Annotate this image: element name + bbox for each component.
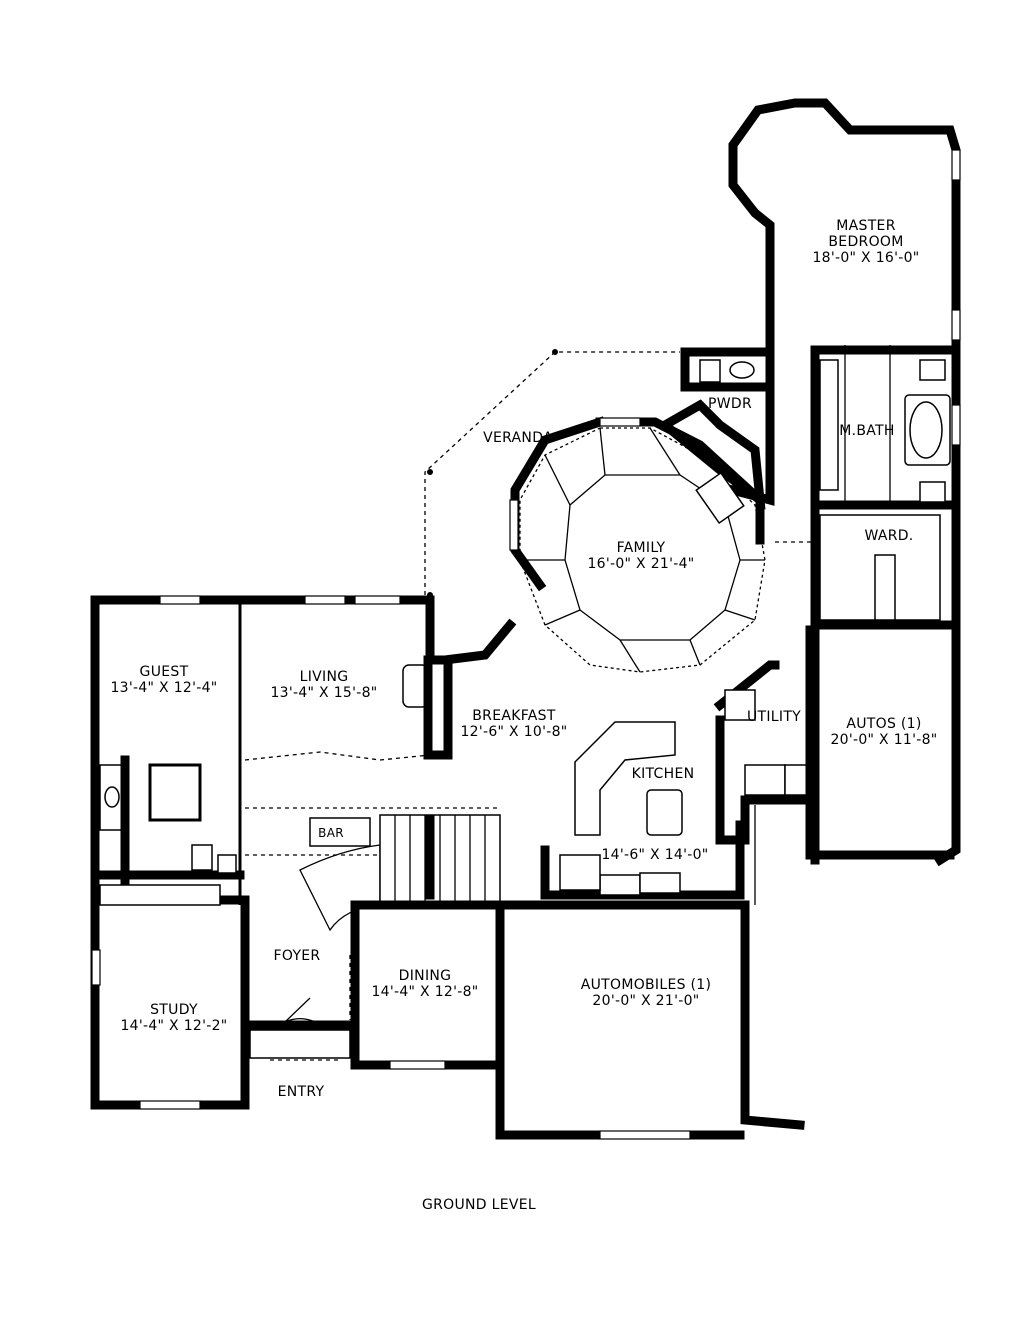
foyer-label: FOYER: [274, 948, 321, 964]
breakfast-name: BREAKFAST: [472, 708, 556, 724]
ward-name: WARD.: [864, 528, 914, 544]
ward-label: WARD.: [864, 528, 913, 544]
dining-name: DINING: [398, 968, 452, 984]
bar-label: BAR: [318, 825, 344, 841]
foyer-name: FOYER: [273, 948, 321, 964]
kitchen-dims: 14'-6" X 14'-0": [601, 847, 709, 863]
study-name: STUDY: [150, 1002, 198, 1018]
bar-name: BAR: [318, 826, 344, 840]
guest-dims: 13'-4" X 12'-4": [110, 680, 218, 696]
kitchen-walls: [540, 721, 745, 900]
m-bath-label: M.BATH: [839, 423, 895, 439]
autos-name: AUTOS (1): [846, 716, 922, 732]
master-bedroom-name: MASTER BEDROOM: [828, 218, 904, 250]
automobiles-label: AUTOMOBILES (1) 20'-0" X 21'-0": [581, 977, 712, 1009]
pwdr-label: PWDR: [708, 396, 752, 412]
guest-name: GUEST: [139, 664, 189, 680]
dining-label: DINING 14'-4" X 12'-8": [371, 968, 478, 1000]
entry-label: ENTRY: [278, 1084, 325, 1100]
kitchen-name: KITCHEN: [631, 766, 695, 782]
study-dims: 14'-4" X 12'-2": [120, 1018, 228, 1034]
caption-text: GROUND LEVEL: [421, 1197, 537, 1213]
pwdr-name: PWDR: [708, 396, 752, 412]
breakfast-label: BREAKFAST 12'-6" X 10'-8": [460, 708, 567, 740]
guest-label: GUEST 13'-4" X 12'-4": [110, 664, 217, 696]
utility-label: UTILITY: [747, 709, 801, 725]
master-bedroom-dims: 18'-0" X 16'-0": [812, 250, 920, 266]
dining-dims: 14'-4" X 12'-8": [371, 984, 479, 1000]
veranda-label: VERANDA: [483, 430, 553, 446]
windows: [91, 149, 961, 1140]
automobiles-name: AUTOMOBILES (1): [580, 977, 712, 993]
entry-name: ENTRY: [277, 1084, 325, 1100]
family-name: FAMILY: [616, 540, 666, 556]
family-label: FAMILY 16'-0" X 21'-4": [587, 540, 694, 572]
plan-caption: GROUND LEVEL: [422, 1197, 536, 1213]
living-dims: 13'-4" X 15'-8": [270, 685, 378, 701]
powder-room: [657, 347, 775, 525]
m-bath-name: M.BATH: [839, 423, 895, 439]
master-bedroom-label: MASTER BEDROOM 18'-0" X 16'-0": [812, 218, 919, 266]
kitchen-dims-label: 14'-6" X 14'-0": [601, 847, 708, 863]
study-label: STUDY 14'-4" X 12'-2": [120, 1002, 227, 1034]
study-foyer-walls: [90, 884, 360, 1110]
utility: [713, 660, 820, 845]
wardrobe: [775, 514, 941, 621]
autos-label: AUTOS (1) 20'-0" X 11'-8": [830, 716, 937, 748]
stair-bar: [245, 807, 501, 932]
veranda-name: VERANDA: [483, 430, 553, 446]
guest-living-walls: [95, 600, 453, 905]
automobiles-dims: 20'-0" X 21'-0": [592, 993, 700, 1009]
family-dims: 16'-0" X 21'-4": [587, 556, 695, 572]
master-bath-fixtures: [819, 345, 951, 505]
breakfast-dims: 12'-6" X 10'-8": [460, 724, 568, 740]
living-name: LIVING: [299, 669, 349, 685]
utility-name: UTILITY: [746, 709, 802, 725]
autos-dims: 20'-0" X 11'-8": [830, 732, 938, 748]
living-label: LIVING 13'-4" X 15'-8": [270, 669, 377, 701]
kitchen-name-label: KITCHEN: [632, 766, 695, 782]
